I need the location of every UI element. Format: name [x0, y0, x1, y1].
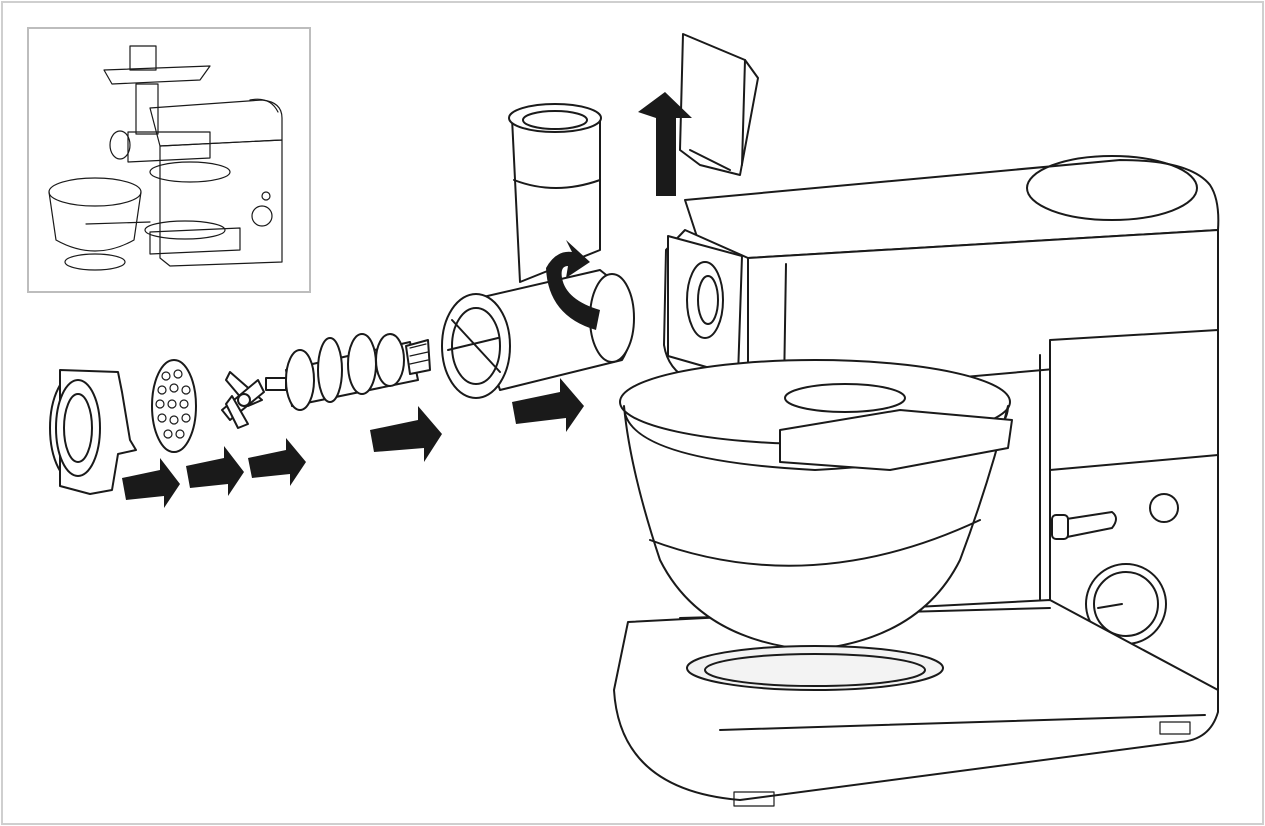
lift-cover-arrow	[638, 92, 692, 196]
push-ring-arrow	[122, 458, 180, 508]
cutting-plate	[151, 359, 197, 453]
grinder-housing	[441, 103, 635, 399]
push-housing-arrow	[512, 378, 584, 432]
push-plate-arrow	[186, 446, 244, 496]
ring-nut	[49, 369, 137, 495]
twist-lock-arrow	[546, 240, 600, 330]
cross-blade	[221, 371, 265, 429]
inset-assembled-view	[27, 27, 311, 293]
auger-screw	[265, 333, 431, 411]
push-blade-arrow	[248, 438, 306, 486]
outlet-cover	[679, 33, 759, 176]
stand-mixer	[613, 155, 1220, 807]
push-auger-arrow	[370, 406, 442, 462]
